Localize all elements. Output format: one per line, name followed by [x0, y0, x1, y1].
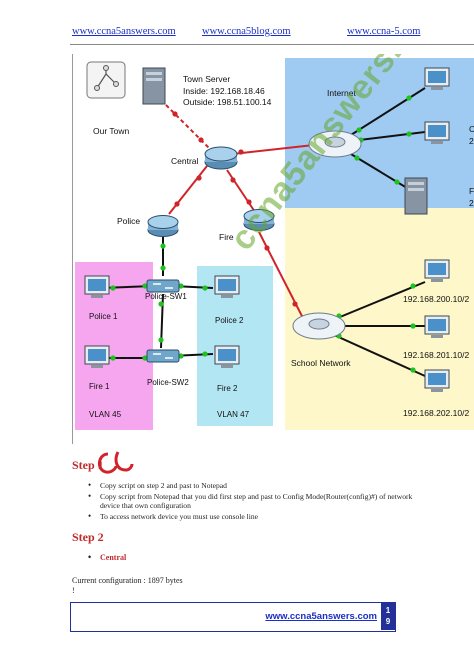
step1-bullet: To access network device you must use co… — [88, 512, 418, 522]
footer-link[interactable]: www.ccna5answers.com — [265, 611, 377, 622]
network-topology-diagram: Town Server Inside: 192.168.18.46 Outsid… — [72, 54, 474, 444]
page-number-badge: 1 9 — [381, 603, 395, 630]
town-server-inside-label: Inside: 192.168.18.46 — [183, 86, 265, 96]
internet-host-f-addr: 2 — [469, 198, 474, 208]
header-link-ccna5answers[interactable]: www.ccna5answers.com — [72, 26, 176, 37]
red-cl-logo-icon — [98, 451, 134, 474]
header-rule — [70, 44, 474, 45]
police-sw1-switch-icon[interactable] — [146, 279, 180, 293]
topology-svg — [75, 58, 474, 430]
link-status-dots-green — [110, 95, 416, 373]
police1-label: Police 1 — [89, 312, 118, 321]
net-200-label: 192.168.200.10/2 — [403, 294, 470, 304]
police-sw2-label: Police-SW2 — [147, 378, 189, 387]
step2-central-item: Central — [88, 552, 126, 562]
page-footer: www.ccna5answers.com 1 9 — [70, 602, 396, 632]
our-town-label: Our Town — [93, 126, 130, 136]
header-link-ccna-5[interactable]: www.ccna-5.com — [347, 26, 421, 37]
pc-icons[interactable] — [84, 67, 450, 392]
police2-label: Police 2 — [215, 316, 244, 325]
config-line: Current configuration : 1897 bytes — [72, 576, 183, 585]
step1-bullet-list: Copy script on step 2 and past to Notepa… — [88, 481, 418, 522]
step2-heading: Step 2 — [72, 530, 104, 544]
internet-cloud-icon[interactable] — [308, 130, 362, 158]
page-header: www.ccna5answers.com www.ccna5blog.com w… — [0, 26, 474, 40]
fire-router-icon[interactable] — [243, 209, 275, 231]
fire2-label: Fire 2 — [217, 384, 238, 393]
vlan45-label: VLAN 45 — [89, 410, 122, 419]
town-server-label: Town Server — [183, 74, 231, 84]
internet-server-icon[interactable] — [404, 177, 428, 215]
central-router-icon[interactable] — [204, 146, 238, 170]
step1-bullet: Copy script on step 2 and past to Notepa… — [88, 481, 418, 491]
header-link-ccna5blog[interactable]: www.ccna5blog.com — [202, 26, 291, 37]
internet-host-c-label: C — [469, 124, 474, 134]
town-server-icon[interactable] — [142, 67, 166, 105]
fire-label: Fire — [219, 232, 234, 242]
police-sw1-label: Police-SW1 — [145, 292, 187, 301]
fire1-label: Fire 1 — [89, 382, 110, 391]
page-number-bottom: 9 — [385, 617, 391, 626]
school-network-label: School Network — [291, 358, 351, 368]
vlan47-label: VLAN 47 — [217, 410, 250, 419]
internet-label: Internet — [327, 88, 356, 98]
school-cloud-icon[interactable] — [292, 312, 346, 340]
step1-heading: Step 1 — [72, 458, 104, 472]
police-label: Police — [117, 216, 141, 226]
net-202-label: 192.168.202.10/2 — [403, 408, 470, 418]
page-number-top: 1 — [385, 606, 391, 615]
step1-bullet: Copy script from Notepad that you did fi… — [88, 492, 418, 511]
central-label: Central — [171, 156, 199, 166]
police-router-icon[interactable] — [147, 215, 179, 237]
net-201-label: 192.168.201.10/2 — [403, 350, 470, 360]
config-bang-line: ! — [72, 586, 75, 595]
police-sw2-switch-icon[interactable] — [146, 349, 180, 363]
internet-host-f-label: F — [469, 186, 474, 196]
town-server-outside-label: Outside: 198.51.100.14 — [183, 97, 272, 107]
internet-host-c-addr: 2 — [469, 136, 474, 146]
